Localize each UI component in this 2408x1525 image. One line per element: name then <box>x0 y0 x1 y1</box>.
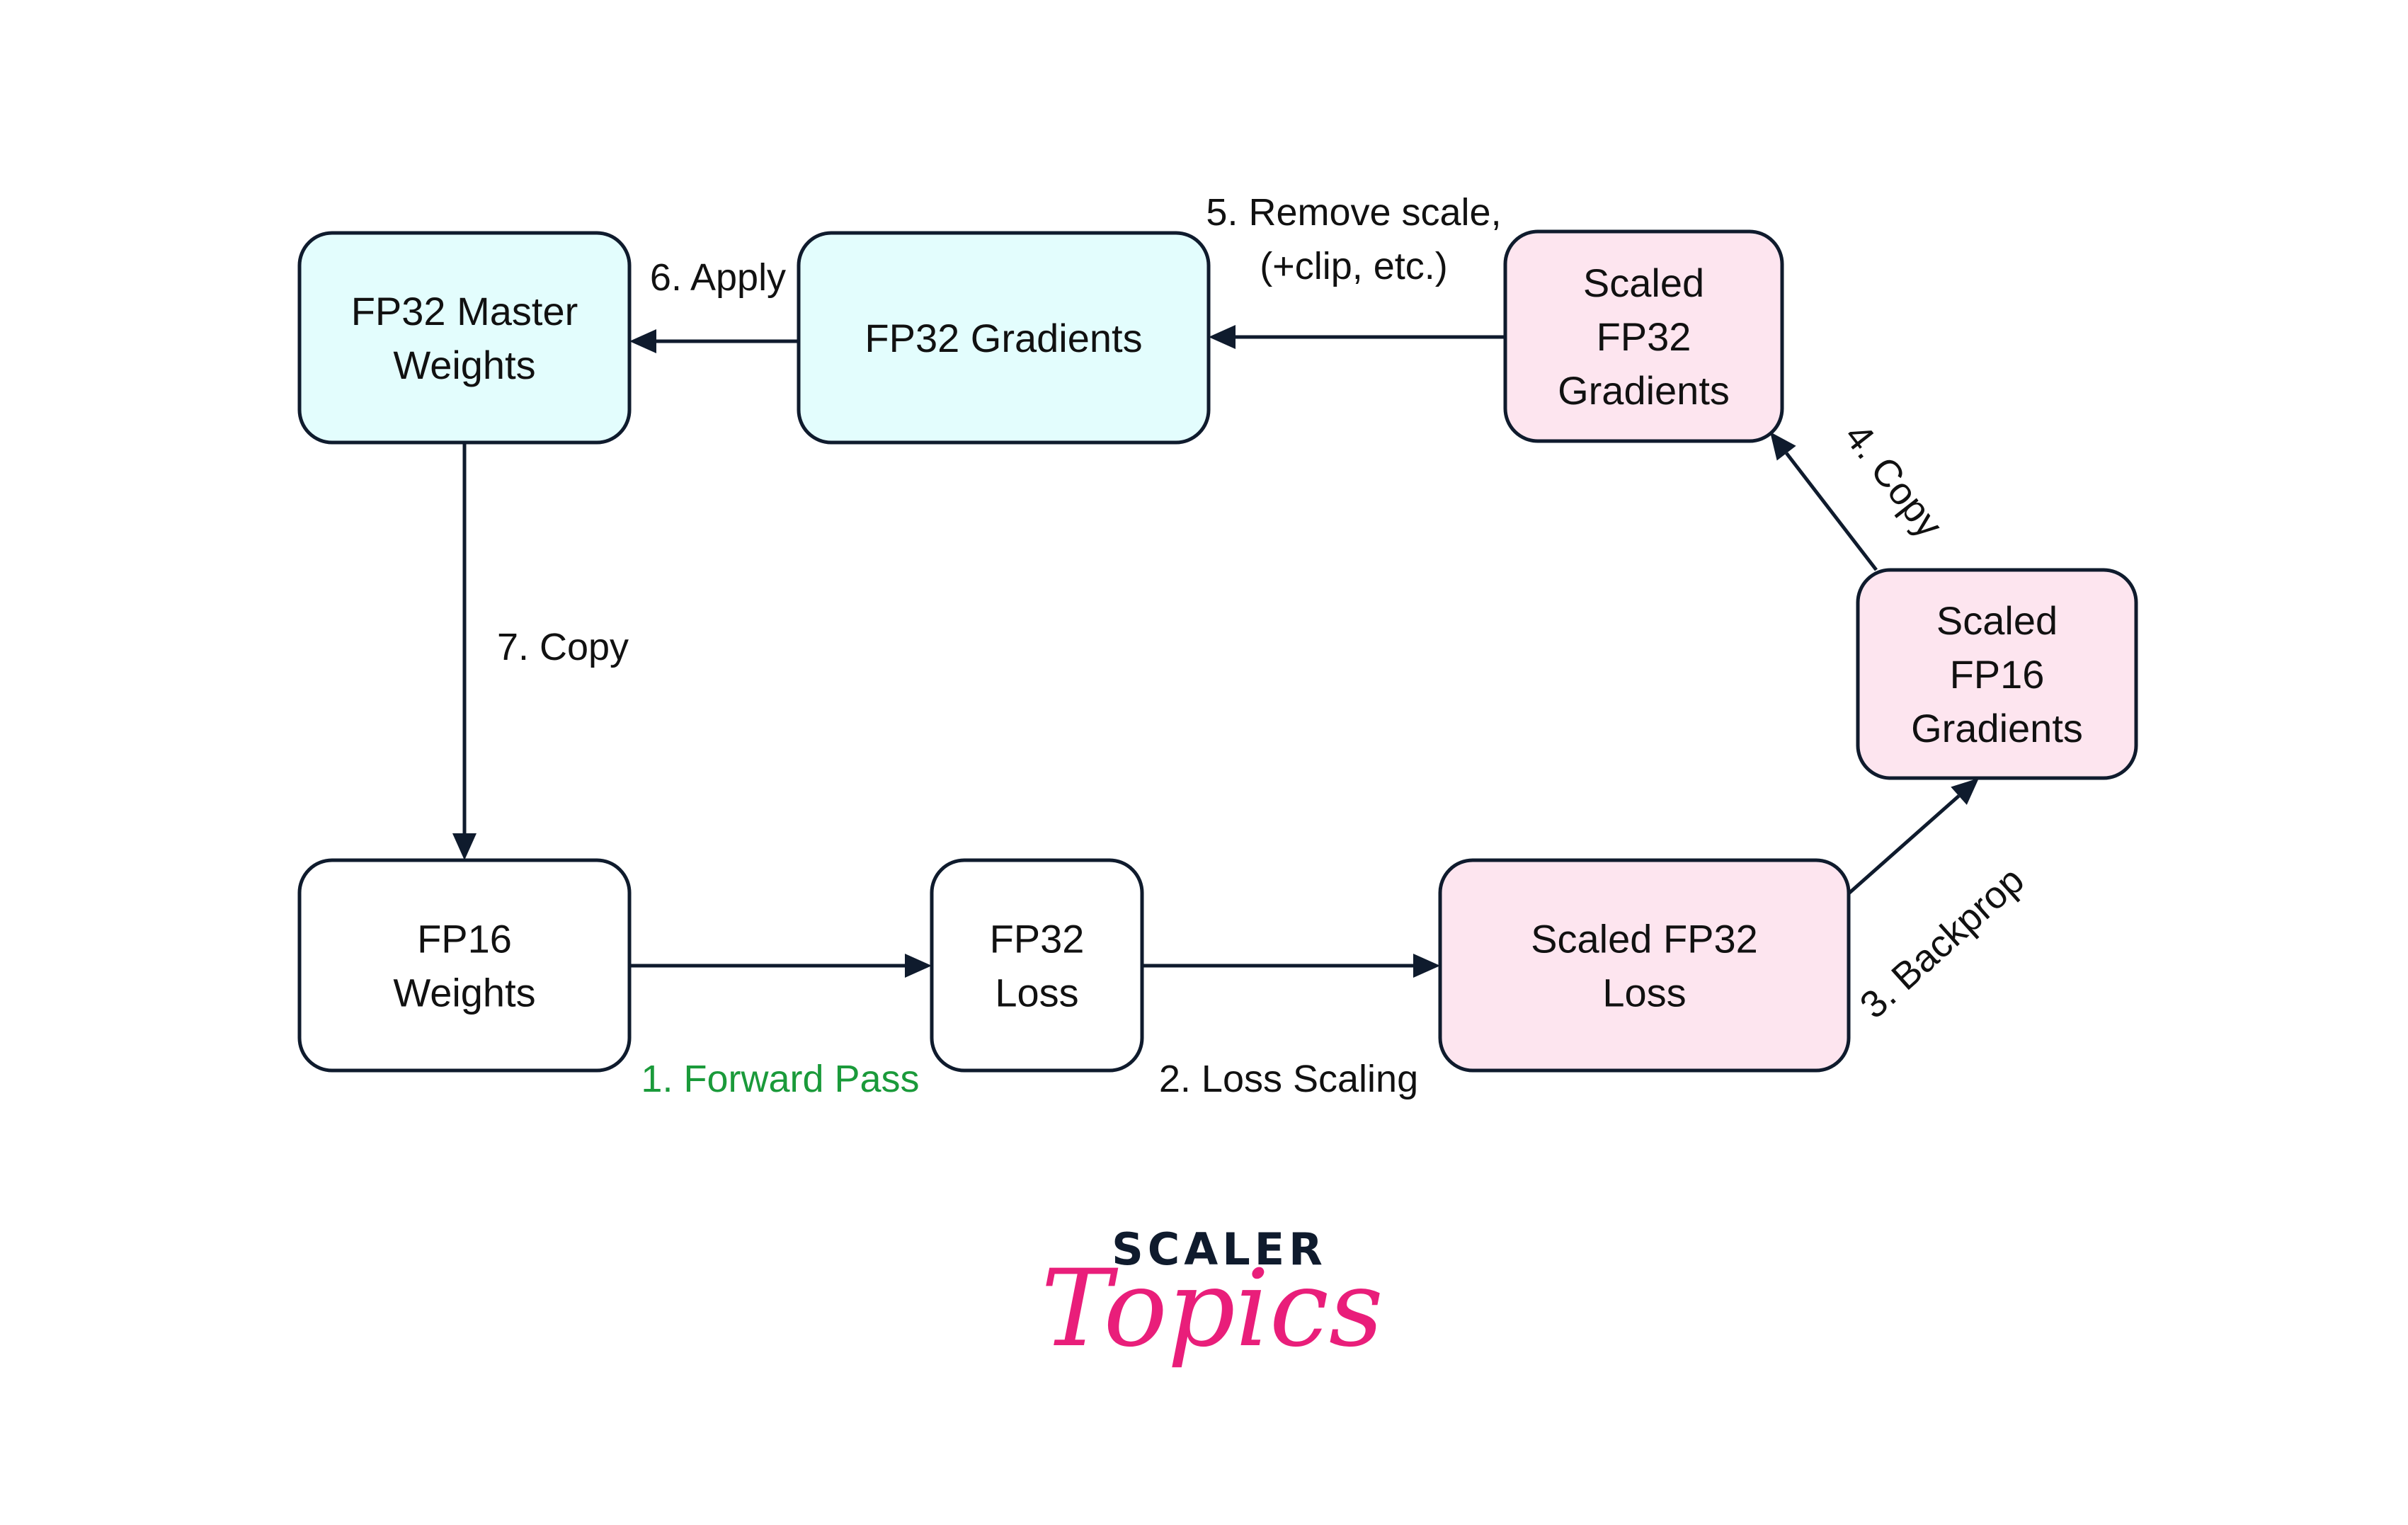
node-box <box>797 231 1211 445</box>
node-box <box>297 858 632 1073</box>
edge-label-text: 3. Backprop <box>1852 859 2032 1027</box>
edge-line <box>1785 452 1878 571</box>
edge-label-step1: 1. Forward Pass <box>641 1058 919 1100</box>
logo-scaler-text: SCALER <box>1112 1223 1327 1275</box>
node-label-line: FP32 <box>990 917 1085 961</box>
node-label-line: Weights <box>393 971 535 1015</box>
edge-label-step5: 5. Remove scale, (+clip, etc.) <box>1206 191 1501 287</box>
node-label-line: Loss <box>995 971 1078 1015</box>
arrowhead-icon <box>629 329 656 353</box>
arrowhead-icon <box>1770 432 1796 461</box>
node-box <box>930 858 1144 1073</box>
edge-step7 <box>452 442 477 860</box>
node-label-line: Weights <box>393 343 535 387</box>
edge-step6 <box>629 329 799 353</box>
arrowhead-icon <box>452 833 477 860</box>
node-label-line: FP16 <box>417 917 512 961</box>
edge-label-step6: 6. Apply <box>650 256 786 299</box>
node-label-line: Scaled <box>1583 261 1704 305</box>
edge-label-step3: 3. Backprop <box>1852 859 2032 1027</box>
edge-label-step4: 4. Copy <box>1836 416 1951 546</box>
node-label-line: Scaled <box>1936 598 2058 643</box>
node-fp32-gradients: FP32 Gradients <box>797 231 1211 445</box>
edge-step4 <box>1770 432 1878 571</box>
logo-topics-text: Topics <box>1041 1247 1383 1371</box>
edge-label-step2: 2. Loss Scaling <box>1159 1058 1418 1100</box>
node-label-line: FP16 <box>1950 652 2045 697</box>
edge-label-text: 2. Loss Scaling <box>1159 1058 1418 1100</box>
arrowhead-icon <box>1413 954 1440 978</box>
node-label-line: FP32 Gradients <box>865 316 1142 360</box>
node-label-line: FP32 <box>1597 314 1691 359</box>
edge-label-step7: 7. Copy <box>497 626 629 668</box>
edge-label-text: (+clip, etc.) <box>1260 245 1448 287</box>
arrowhead-icon <box>1951 778 1979 805</box>
edge-step3 <box>1847 778 1979 895</box>
edge-line <box>1847 794 1961 895</box>
scaler-topics-logo: SCALER Topics <box>1041 1223 1383 1371</box>
node-label-line: FP32 Master <box>351 289 578 333</box>
node-label-line: Loss <box>1602 971 1686 1015</box>
node-box <box>1438 858 1851 1073</box>
edge-step2 <box>1142 954 1440 978</box>
edge-label-text: 5. Remove scale, <box>1206 191 1501 234</box>
node-label-line: Gradients <box>1911 706 2083 750</box>
node-label-line: Scaled FP32 <box>1531 917 1758 961</box>
edge-step1 <box>629 954 932 978</box>
edge-label-text: 6. Apply <box>650 256 786 299</box>
node-box <box>1503 229 1784 443</box>
arrowhead-icon <box>905 954 932 978</box>
node-box <box>297 231 632 445</box>
edge-step5 <box>1209 325 1505 349</box>
edge-label-text: 4. Copy <box>1836 416 1951 546</box>
node-label-line: Gradients <box>1558 368 1730 413</box>
arrowhead-icon <box>1209 325 1236 349</box>
edge-label-text: 7. Copy <box>497 626 629 668</box>
node-box <box>1856 568 2138 780</box>
edge-label-text: 1. Forward Pass <box>641 1058 919 1100</box>
